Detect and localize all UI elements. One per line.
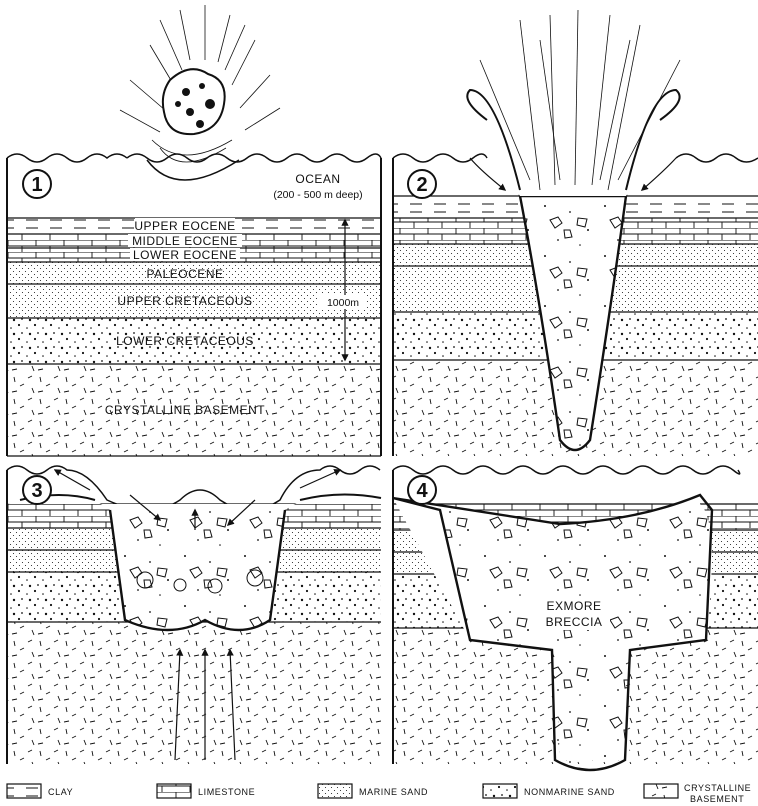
layer-upper-cretaceous: UPPER CRETACEOUS	[117, 294, 252, 308]
legend-swatch-limestone	[157, 784, 191, 798]
legend-item-limestone: LIMESTONE	[157, 784, 255, 798]
ocean-depth-label: (200 - 500 m deep)	[273, 189, 362, 201]
legend-label-nonmarine-sand: NONMARINE SAND	[524, 787, 615, 797]
legend-label-crystalline: CRYSTALLINE	[684, 783, 751, 793]
breccia-label-line1: EXMORE	[546, 599, 601, 613]
legend-swatch-crystalline	[644, 784, 678, 798]
legend-item-clay: CLAY	[7, 784, 73, 798]
layer-lower-eocene: LOWER EOCENE	[133, 248, 237, 262]
panel-1-number: 1	[31, 174, 42, 196]
layer-lower-cretaceous: LOWER CRETACEOUS	[116, 334, 254, 348]
legend-item-crystalline: CRYSTALLINE BASEMENT	[644, 783, 751, 804]
panel-1: 1 OCEAN (200 - 500 m deep) UPPER EOCENE …	[7, 5, 381, 456]
panel-2-number: 2	[416, 174, 427, 196]
panel-4: 4 EXMORE BRECCIA	[393, 466, 758, 770]
legend-item-nonmarine-sand: NONMARINE SAND	[483, 784, 615, 798]
legend-swatch-marine-sand	[318, 784, 352, 798]
panel-3-number: 3	[31, 480, 42, 502]
legend-label-limestone: LIMESTONE	[198, 787, 255, 797]
layer-crystalline-basement: CRYSTALLINE BASEMENT	[105, 403, 265, 417]
layer-upper-eocene: UPPER EOCENE	[134, 219, 235, 233]
legend-label-marine-sand: MARINE SAND	[359, 787, 428, 797]
legend-label-basement: BASEMENT	[690, 794, 744, 804]
legend-swatch-nonmarine-sand	[483, 784, 517, 798]
panel-3: 3	[7, 466, 381, 764]
legend-label-clay: CLAY	[48, 787, 73, 797]
legend-item-marine-sand: MARINE SAND	[318, 784, 428, 798]
panel-4-number: 4	[416, 480, 428, 502]
legend-swatch-clay	[7, 784, 41, 798]
layer-middle-eocene: MIDDLE EOCENE	[132, 234, 238, 248]
legend: CLAY LIMESTONE MARINE SAND NONMARINE SAN…	[7, 783, 751, 804]
panel-2: 2	[393, 10, 758, 456]
ocean-label: OCEAN	[295, 172, 340, 186]
breccia-label-line2: BRECCIA	[546, 615, 603, 629]
layer-paleocene: PALEOCENE	[147, 267, 224, 281]
depth-scale-label: 1000m	[327, 297, 359, 309]
